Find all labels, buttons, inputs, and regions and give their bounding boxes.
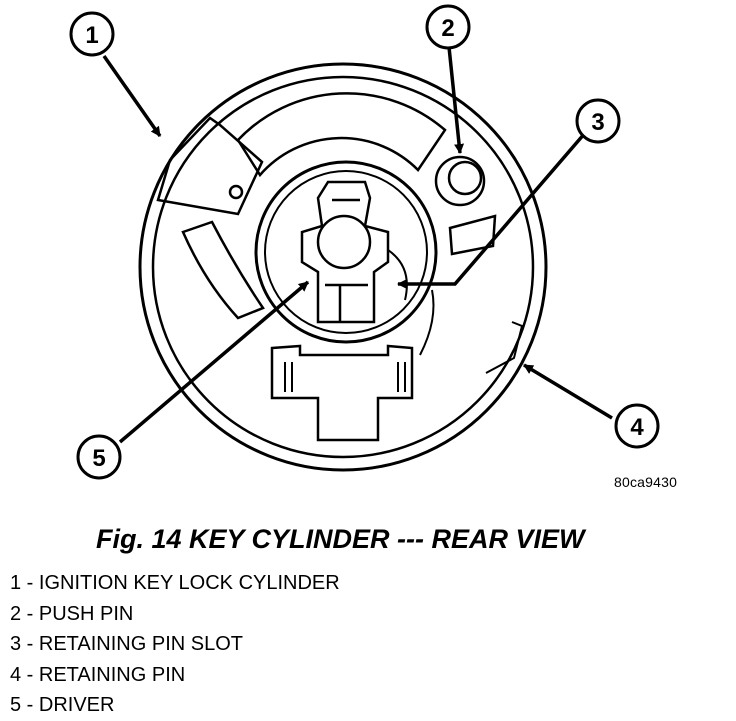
legend-item: 1 - IGNITION KEY LOCK CYLINDER bbox=[10, 572, 340, 594]
callout-number-5: 5 bbox=[92, 445, 105, 472]
legend-item: 5 - DRIVER bbox=[10, 694, 115, 716]
figure-caption: Fig. 14 KEY CYLINDER --- REAR VIEW bbox=[96, 524, 585, 554]
legend-item: 3 - RETAINING PIN SLOT bbox=[10, 633, 243, 655]
callout-2: 2 bbox=[425, 4, 471, 50]
upper-arc-slot bbox=[236, 92, 447, 178]
callout-3: 3 bbox=[575, 98, 621, 144]
callout-number-2: 2 bbox=[441, 15, 454, 42]
callout-4: 4 bbox=[614, 403, 660, 449]
lower-connector bbox=[270, 344, 414, 442]
leader-line-2 bbox=[447, 46, 465, 154]
cylinder-housing bbox=[138, 62, 548, 472]
right-lower-ridge bbox=[419, 289, 435, 356]
key-cylinder-diagram: 1 2 3 4 5 bbox=[69, 4, 660, 480]
callout-number-3: 3 bbox=[591, 109, 604, 136]
callout-1: 1 bbox=[69, 11, 115, 57]
leader-line-3 bbox=[397, 131, 587, 289]
leader-line-4 bbox=[523, 363, 613, 420]
leader-line-5 bbox=[118, 280, 310, 444]
leader-lines bbox=[102, 46, 613, 444]
legend-item: 2 - PUSH PIN bbox=[10, 602, 134, 625]
callout-number-4: 4 bbox=[630, 414, 644, 441]
right-wedge bbox=[448, 214, 497, 256]
callout-5: 5 bbox=[76, 434, 122, 480]
left-lower-slot bbox=[181, 220, 265, 320]
drawing-id: 80ca9430 bbox=[614, 474, 678, 490]
leader-line-1 bbox=[102, 54, 162, 138]
retaining-pin-notch bbox=[485, 321, 524, 374]
left-tab bbox=[156, 116, 264, 216]
callout-number-1: 1 bbox=[85, 22, 98, 49]
push-pin bbox=[434, 155, 486, 207]
legend-item: 4 - RETAINING PIN bbox=[10, 663, 186, 686]
driver bbox=[300, 180, 390, 324]
parts-legend: 1 - IGNITION KEY LOCK CYLINDER 2 - PUSH … bbox=[10, 568, 340, 721]
